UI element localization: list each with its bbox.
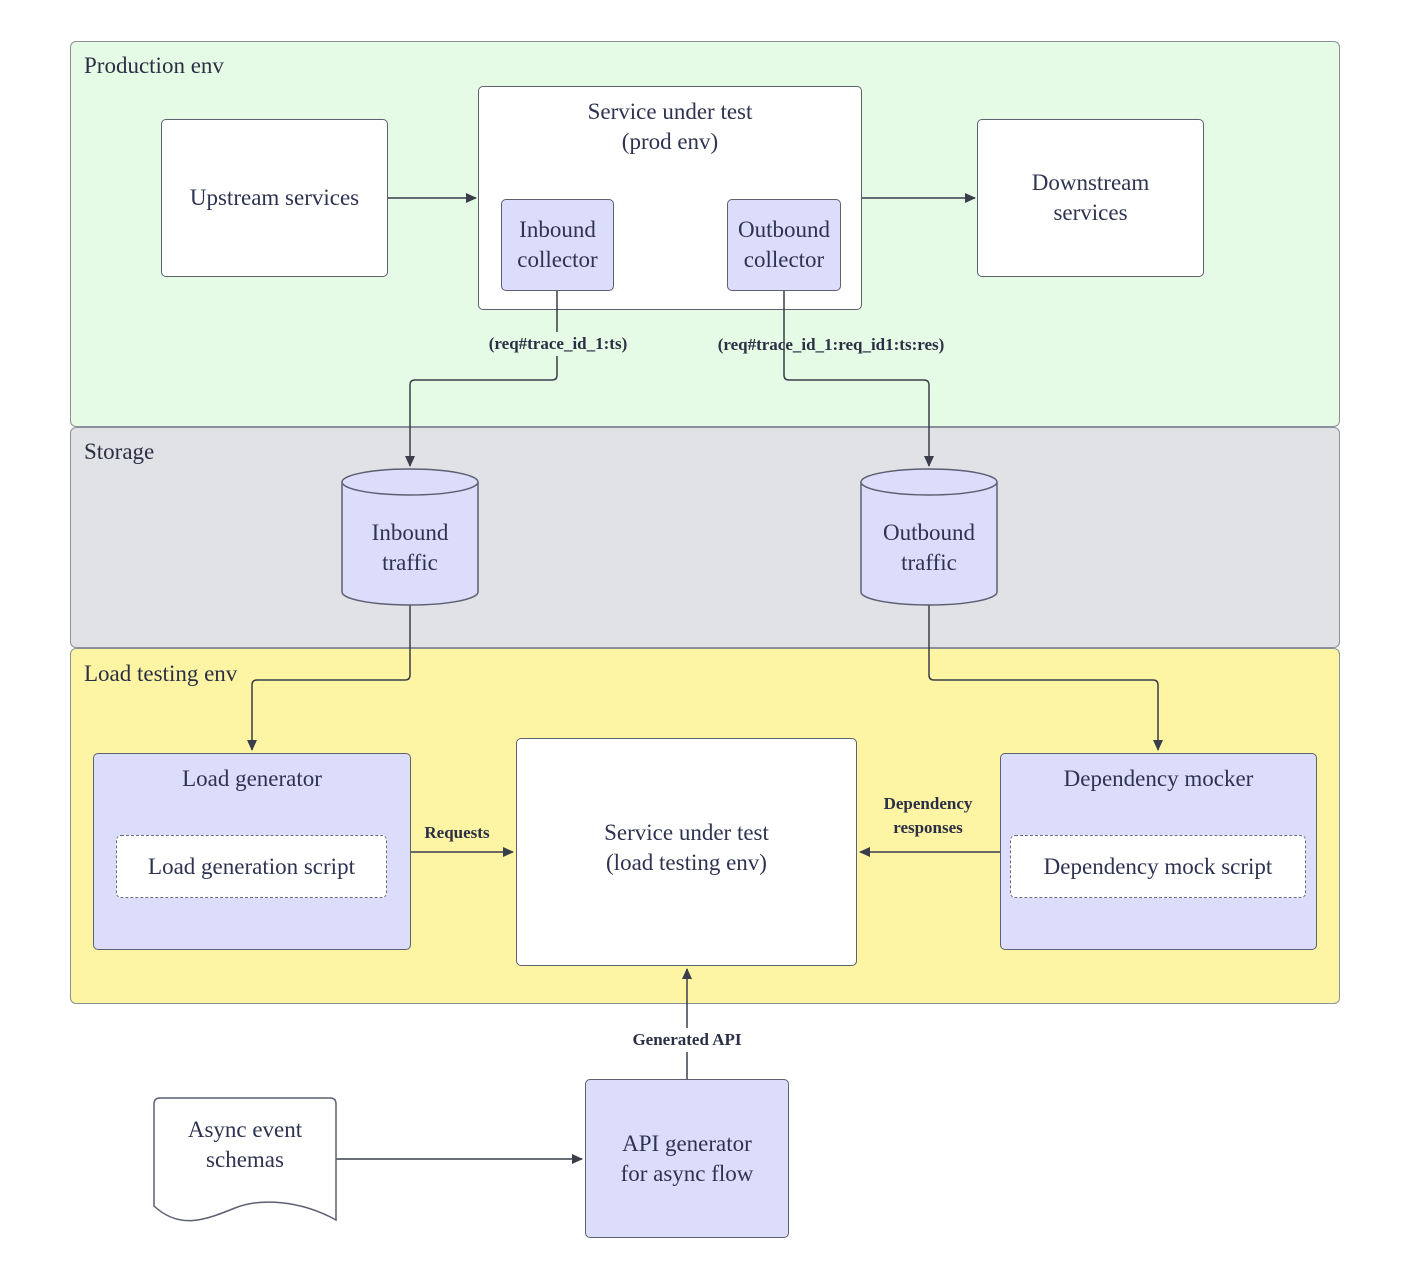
inbound-traffic-cylinder xyxy=(341,468,479,606)
dependency-mocker-label: Dependency mocker xyxy=(1063,766,1254,791)
upstream-services-node[interactable]: Upstream services xyxy=(161,119,388,277)
downstream-services-node[interactable]: Downstream services xyxy=(977,119,1204,277)
inbound-traffic-label: Inbound traffic xyxy=(371,520,449,575)
async-schemas-document xyxy=(153,1097,337,1222)
storage-title: Storage xyxy=(84,439,155,464)
production-env-title: Production env xyxy=(84,53,224,78)
storage-zone: Storage xyxy=(70,427,1340,648)
edge-outbound-traffic-to-dependency-mocker xyxy=(928,605,1163,751)
service-under-test-load-label: Service under test (load testing env) xyxy=(604,820,769,875)
load-testing-env-title: Load testing env xyxy=(84,661,238,686)
outbound-record-format-label: (req#trace_id_1:req_id1:ts:res) xyxy=(717,335,945,354)
service-under-test-prod-label: Service under test (prod env) xyxy=(587,99,753,154)
dependency-responses-label: Dependency responses xyxy=(883,794,973,837)
outbound-traffic-cylinder xyxy=(860,468,998,606)
api-generator-node[interactable]: API generator for async flow xyxy=(585,1079,789,1238)
requests-label: Requests xyxy=(424,823,490,842)
async-event-schemas-label: Async event schemas xyxy=(187,1117,303,1172)
service-under-test-load-node[interactable]: Service under test (load testing env) xyxy=(516,738,857,966)
inbound-record-format-label: (req#trace_id_1:ts) xyxy=(470,332,646,356)
edge-inbound-collector-to-storage xyxy=(405,291,558,467)
load-generation-script-node[interactable]: Load generation script xyxy=(116,835,387,898)
generated-api-label: Generated API xyxy=(612,1028,762,1052)
inbound-collector-node[interactable]: Inbound collector xyxy=(501,199,614,291)
outbound-collector-node[interactable]: Outbound collector xyxy=(727,199,841,291)
edge-outbound-collector-to-storage xyxy=(783,291,934,467)
outbound-traffic-label: Outbound traffic xyxy=(883,520,975,575)
edge-inbound-traffic-to-load-generator xyxy=(247,605,411,751)
load-generator-label: Load generator xyxy=(182,766,322,791)
dependency-mock-script-node[interactable]: Dependency mock script xyxy=(1010,835,1306,898)
